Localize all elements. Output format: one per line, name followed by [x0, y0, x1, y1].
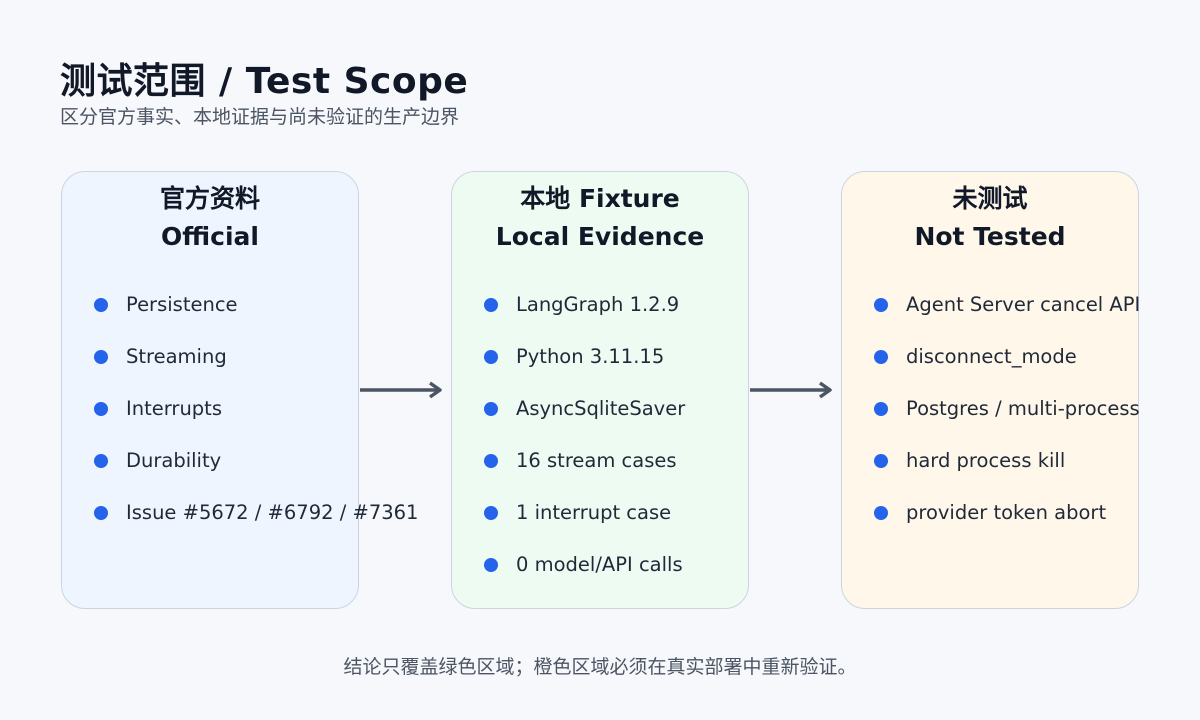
- bullet-dot-icon: [94, 454, 108, 468]
- bullet-dot-icon: [484, 454, 498, 468]
- list-item-text: 0 model/API calls: [516, 553, 683, 576]
- page-title: 测试范围 / Test Scope: [60, 61, 469, 102]
- bullet-dot-icon: [874, 402, 888, 416]
- bullet-dot-icon: [484, 558, 498, 572]
- bullet-dot-icon: [94, 298, 108, 312]
- list-item: 1 interrupt case: [484, 497, 685, 549]
- bullet-dot-icon: [94, 506, 108, 520]
- bullet-dot-icon: [484, 402, 498, 416]
- bullet-dot-icon: [874, 454, 888, 468]
- list-item: Postgres / multi-process: [874, 393, 1140, 445]
- list-item: LangGraph 1.2.9: [484, 289, 685, 341]
- list-item-text: Streaming: [126, 345, 227, 368]
- card-local-evidence: 本地 Fixture Local Evidence LangGraph 1.2.…: [451, 171, 749, 609]
- list-item: disconnect_mode: [874, 341, 1140, 393]
- list-item: hard process kill: [874, 445, 1140, 497]
- list-item-text: 16 stream cases: [516, 449, 677, 472]
- bullet-dot-icon: [874, 350, 888, 364]
- card-official-list: Persistence Streaming Interrupts Durabil…: [94, 289, 418, 549]
- list-item-text: Durability: [126, 449, 222, 472]
- card-local-heading: 本地 Fixture Local Evidence: [452, 180, 748, 256]
- list-item: Durability: [94, 445, 418, 497]
- card-local-title-en: Local Evidence: [495, 222, 705, 251]
- list-item: provider token abort: [874, 497, 1140, 549]
- card-official: 官方资料 Official Persistence Streaming Inte…: [61, 171, 418, 609]
- list-item-text: 1 interrupt case: [516, 501, 672, 524]
- list-item-text: Issue #5672 / #6792 / #7361: [126, 501, 419, 524]
- list-item: Interrupts: [94, 393, 418, 445]
- list-item-text: hard process kill: [906, 449, 1066, 472]
- list-item-text: disconnect_mode: [906, 345, 1077, 368]
- bullet-dot-icon: [484, 506, 498, 520]
- card-local-title-zh: 本地 Fixture: [520, 184, 680, 213]
- list-item-text: Agent Server cancel API: [906, 293, 1141, 316]
- footer-note: 结论只覆盖绿色区域；橙色区域必须在真实部署中重新验证。: [343, 656, 857, 678]
- card-not-tested-title-en: Not Tested: [914, 222, 1066, 251]
- card-not-tested-list: Agent Server cancel API disconnect_mode …: [874, 289, 1140, 549]
- card-official-heading: 官方资料 Official: [62, 180, 358, 256]
- list-item: Streaming: [94, 341, 418, 393]
- card-local-list: LangGraph 1.2.9 Python 3.11.15 AsyncSqli…: [484, 289, 685, 601]
- list-item-text: provider token abort: [906, 501, 1107, 524]
- list-item: Issue #5672 / #6792 / #7361: [94, 497, 418, 549]
- list-item: 16 stream cases: [484, 445, 685, 497]
- page-subtitle: 区分官方事实、本地证据与尚未验证的生产边界: [60, 106, 460, 128]
- list-item-text: Persistence: [126, 293, 238, 316]
- card-not-tested: 未测试 Not Tested Agent Server cancel API d…: [841, 171, 1140, 609]
- bullet-dot-icon: [484, 350, 498, 364]
- bullet-dot-icon: [94, 402, 108, 416]
- card-not-tested-title-zh: 未测试: [952, 184, 1028, 213]
- list-item-text: AsyncSqliteSaver: [516, 397, 686, 420]
- card-official-title-en: Official: [161, 222, 259, 251]
- list-item: Persistence: [94, 289, 418, 341]
- bullet-dot-icon: [874, 506, 888, 520]
- arrow-right-icon: [360, 381, 442, 399]
- list-item-text: Interrupts: [126, 397, 222, 420]
- bullet-dot-icon: [484, 298, 498, 312]
- list-item: Python 3.11.15: [484, 341, 685, 393]
- list-item-text: Postgres / multi-process: [906, 397, 1140, 420]
- list-item: Agent Server cancel API: [874, 289, 1140, 341]
- bullet-dot-icon: [94, 350, 108, 364]
- arrow-right-icon: [750, 381, 832, 399]
- list-item-text: LangGraph 1.2.9: [516, 293, 680, 316]
- card-not-tested-heading: 未测试 Not Tested: [842, 180, 1138, 256]
- list-item-text: Python 3.11.15: [516, 345, 665, 368]
- list-item: AsyncSqliteSaver: [484, 393, 685, 445]
- card-official-title-zh: 官方资料: [159, 184, 260, 213]
- bullet-dot-icon: [874, 298, 888, 312]
- list-item: 0 model/API calls: [484, 549, 685, 601]
